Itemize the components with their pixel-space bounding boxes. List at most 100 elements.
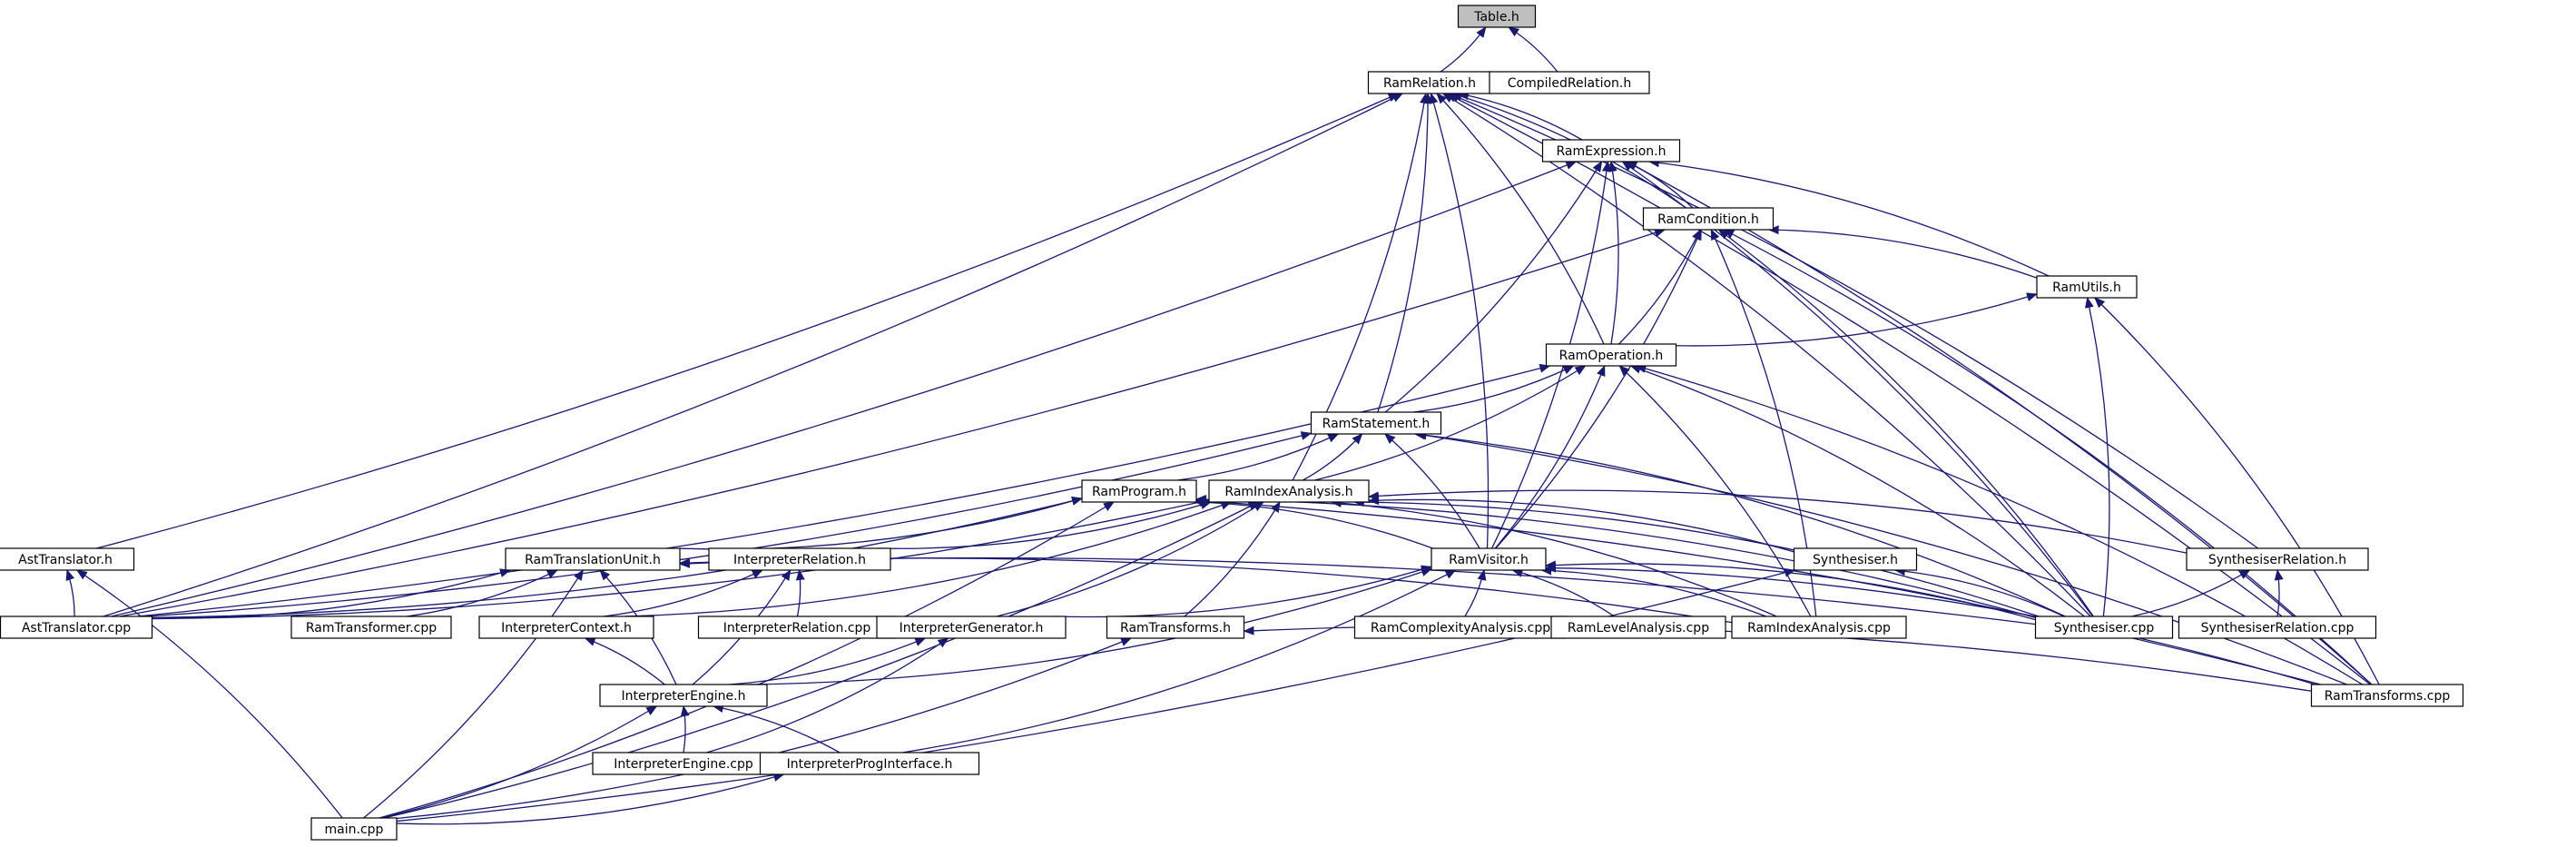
node-synthesiserrelation-h[interactable]: SynthesiserRelation.h: [2186, 547, 2369, 571]
edge-ramvisitor-h-to-ramrelation-h: [1429, 93, 1490, 549]
edge-synthesiser-cpp-to-ramutils-h: [2085, 297, 2110, 617]
node-box: [0, 616, 153, 639]
node-box: [1353, 616, 1568, 639]
edge-ramindexanalysis-cpp-to-ramvisitor-h: [1540, 566, 1766, 617]
edge-synthesiser-cpp-to-ramoperation-h: [1629, 365, 2085, 617]
edge-ramoperation-h-to-ramrelation-h: [1436, 93, 1605, 345]
edge-ramtransforms-cpp-to-ramprogram-h: [1195, 497, 2321, 685]
edge-ramexpression-h-to-ramrelation-h: [1458, 91, 1583, 141]
node-ramindexanalysis-cpp[interactable]: RamIndexAnalysis.cpp: [1731, 616, 1907, 639]
edge-synthesiser-h-to-ramindexanalysis-h: [1368, 496, 1794, 553]
edge-interpreterengine-h-to-interpretergenerator-h: [729, 637, 927, 685]
node-interpreterengine-cpp[interactable]: InterpreterEngine.cpp: [592, 752, 775, 775]
node-ramtransformer-cpp[interactable]: RamTransformer.cpp: [290, 616, 452, 639]
edge-interpreterproginterface-h-to-interpreterengine-h: [712, 704, 841, 753]
node-main-cpp[interactable]: main.cpp: [310, 817, 398, 841]
edge-ramindexanalysis-h-to-ramoperation-h: [1314, 365, 1587, 481]
node-box: [708, 547, 891, 571]
edge-interpreterrelation-cpp-to-interpreterrelation-h: [795, 569, 805, 617]
edge-interpreterrelation-h-to-ramindexanalysis-h: [878, 500, 1212, 549]
edge-interpretercontext-h-to-interpreterrelation-h: [604, 569, 763, 617]
node-synthesiser-cpp[interactable]: Synthesiser.cpp: [2034, 616, 2174, 639]
node-asttranslator-h[interactable]: AstTranslator.h: [0, 547, 135, 571]
node-label: SynthesiserRelation.h: [2208, 553, 2346, 567]
edge-interpreterengine-cpp-to-interpretergenerator-h: [706, 637, 949, 753]
edge-interpreterengine-h-to-ramvisitor-h: [747, 567, 1432, 685]
node-interpretercontext-h[interactable]: InterpreterContext.h: [478, 616, 654, 639]
edge-main-cpp-to-ramtranslationunit-h: [363, 569, 584, 819]
node-label: Synthesiser.h: [1813, 553, 1898, 567]
edge-main-cpp-to-ramindexanalysis-h: [384, 501, 1260, 819]
edge-ramstatement-h-to-ramexpression-h: [1384, 161, 1603, 413]
edge-asttranslator-cpp-to-ramtranslationunit-h: [152, 568, 511, 619]
node-label: InterpreterRelation.h: [733, 553, 866, 567]
node-label: RamExpression.h: [1557, 144, 1667, 159]
node-ramindexanalysis-h[interactable]: RamIndexAnalysis.h: [1208, 479, 1370, 503]
node-ramcondition-h[interactable]: RamCondition.h: [1642, 207, 1775, 231]
node-box: [2310, 684, 2464, 707]
edge-ramlevelanalysis-cpp-to-ramvisitor-h: [1511, 568, 1615, 617]
node-box: [2034, 616, 2174, 639]
edge-asttranslator-cpp-to-ramrelation-h: [103, 93, 1404, 617]
edge-main-cpp-to-interpreterengine-h: [380, 705, 658, 819]
node-box: [1310, 411, 1442, 435]
node-asttranslator-cpp[interactable]: AstTranslator.cpp: [0, 616, 153, 639]
node-label: RamComplexityAnalysis.cpp: [1371, 621, 1550, 635]
node-interpreterengine-h[interactable]: InterpreterEngine.h: [599, 684, 768, 707]
node-interpreterrelation-cpp[interactable]: InterpreterRelation.cpp: [697, 616, 897, 639]
node-ramstatement-h[interactable]: RamStatement.h: [1310, 411, 1442, 435]
node-interpretergenerator-h[interactable]: InterpreterGenerator.h: [876, 616, 1067, 639]
node-box: [1106, 616, 1245, 639]
edge-interpretercontext-h-to-ramindexanalysis-h: [624, 501, 1233, 617]
node-box: [1489, 71, 1650, 94]
node-ramvisitor-h[interactable]: RamVisitor.h: [1431, 547, 1547, 571]
node-box: [759, 752, 980, 775]
node-ramexpression-h[interactable]: RamExpression.h: [1541, 139, 1681, 163]
node-box: [290, 616, 452, 639]
edge-asttranslator-cpp-to-ramcondition-h: [119, 228, 1667, 617]
edge-asttranslator-cpp-to-ramprogram-h: [152, 496, 1083, 618]
node-label: InterpreterGenerator.h: [900, 621, 1044, 635]
edge-asttranslator-cpp-to-asttranslator-h: [65, 569, 75, 617]
node-synthesiserrelation-cpp[interactable]: SynthesiserRelation.cpp: [2178, 616, 2377, 639]
node-box: [505, 547, 681, 571]
node-label: RamProgram.h: [1092, 485, 1186, 499]
edge-ramcondition-h-to-ramexpression-h: [1626, 161, 1694, 209]
edge-ramstatement-h-to-ramoperation-h: [1413, 365, 1575, 413]
node-label: InterpreterEngine.cpp: [614, 757, 753, 772]
node-label: RamUtils.h: [2052, 281, 2121, 295]
edge-interpreterproginterface-h-to-ramvisitor-h: [902, 569, 1457, 753]
node-interpreterproginterface-h[interactable]: InterpreterProgInterface.h: [759, 752, 980, 775]
edge-compiledrelation-h-to-table-h: [1508, 26, 1558, 73]
node-ramtranslationunit-h[interactable]: RamTranslationUnit.h: [505, 547, 681, 571]
node-box: [1541, 139, 1681, 163]
edge-ramrelation-h-to-table-h: [1440, 26, 1487, 73]
edge-ramindexanalysis-cpp-to-ramindexanalysis-h: [1330, 498, 1777, 617]
node-table-h[interactable]: Table.h: [1457, 5, 1537, 28]
node-ramtransforms-cpp[interactable]: RamTransforms.cpp: [2310, 684, 2464, 707]
node-compiledrelation-h[interactable]: CompiledRelation.h: [1489, 71, 1650, 94]
node-ramprogram-h[interactable]: RamProgram.h: [1081, 479, 1197, 503]
node-box: [2036, 275, 2138, 299]
node-ramcomplexityanalysis-cpp[interactable]: RamComplexityAnalysis.cpp: [1353, 616, 1568, 639]
node-box: [2178, 616, 2377, 639]
node-box: [0, 547, 135, 571]
edge-ramtransforms-h-to-ramindexanalysis-h: [1184, 501, 1281, 617]
node-ramtransforms-h[interactable]: RamTransforms.h: [1106, 616, 1245, 639]
node-box: [1431, 547, 1547, 571]
node-label: InterpreterEngine.h: [622, 689, 746, 704]
node-ramutils-h[interactable]: RamUtils.h: [2036, 275, 2138, 299]
node-box: [1731, 616, 1907, 639]
node-ramoperation-h[interactable]: RamOperation.h: [1545, 343, 1677, 367]
edge-main-cpp-to-interpreterproginterface-h: [396, 773, 785, 825]
edge-synthesiser-cpp-to-ramstatement-h: [1413, 430, 2066, 617]
node-label: InterpreterContext.h: [501, 621, 632, 635]
node-box: [599, 684, 768, 707]
edge-ramutils-h-to-ramexpression-h: [1647, 158, 2050, 277]
node-interpreterrelation-h[interactable]: InterpreterRelation.h: [708, 547, 891, 571]
node-label: AstTranslator.cpp: [22, 621, 131, 635]
node-ramlevelanalysis-cpp[interactable]: RamLevelAnalysis.cpp: [1550, 616, 1726, 639]
node-ramrelation-h[interactable]: RamRelation.h: [1367, 71, 1492, 94]
node-synthesiser-h[interactable]: Synthesiser.h: [1793, 547, 1918, 571]
edge-asttranslator-cpp-to-ramstatement-h: [145, 431, 1313, 617]
